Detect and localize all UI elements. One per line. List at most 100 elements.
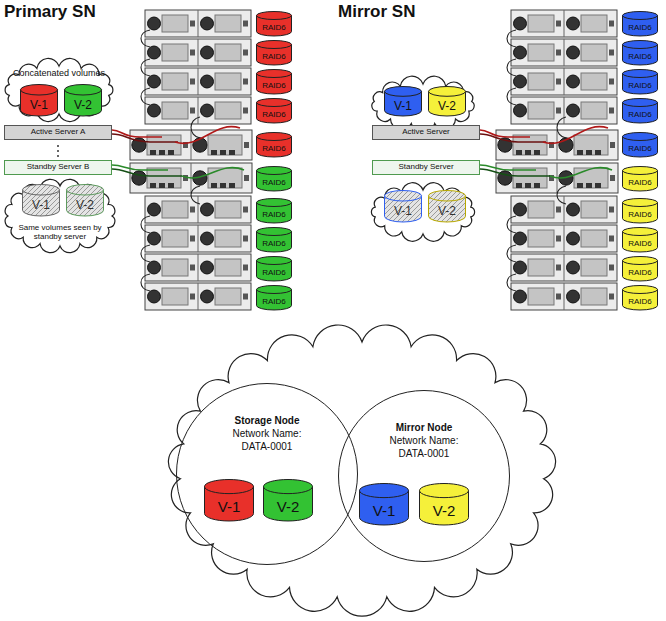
volume-cylinder: V-2 [263, 479, 313, 521]
node-label: RAID6 [628, 111, 652, 120]
standby-volume-cylinder: V-2 [428, 190, 466, 222]
node-label: Storage Node [234, 414, 299, 427]
node-label: DATA-0001 [242, 440, 293, 453]
disk-enclosure [511, 39, 617, 66]
disk-enclosure [145, 283, 251, 310]
raid-cylinder: RAID6 [622, 256, 658, 281]
node-label: Concatenated volumes [13, 69, 105, 79]
raid-cylinder: RAID6 [256, 256, 292, 281]
volume-cylinder: V-1 [384, 86, 422, 116]
raid-cylinder: RAID6 [256, 227, 292, 252]
node-label: RAID6 [628, 298, 652, 307]
disk-enclosure [511, 283, 617, 310]
node-label: RAID6 [262, 269, 286, 278]
disk-enclosure [145, 68, 251, 95]
node-label: RAID6 [628, 53, 652, 62]
disk-enclosure [145, 10, 251, 37]
controller-unit [496, 130, 618, 160]
disk-enclosure [511, 254, 617, 281]
node-label: V-2 [438, 100, 456, 113]
raid-cylinder: RAID6 [622, 285, 658, 310]
disk-enclosure [511, 225, 617, 252]
node-label: V-1 [373, 503, 396, 520]
node-label: V-1 [394, 205, 412, 218]
volume-cylinder: V-1 [204, 479, 254, 521]
node-circle: Storage NodeNetwork Name:DATA-0001V-1V-2 [176, 383, 358, 565]
raid-cylinder: RAID6 [622, 198, 658, 223]
node-label: RAID6 [628, 269, 652, 278]
disk-enclosure [511, 68, 617, 95]
node-label: V-1 [394, 100, 412, 113]
section-title: Mirror SN [338, 2, 415, 22]
disk-enclosure [145, 39, 251, 66]
raid-cylinder: RAID6 [622, 11, 658, 36]
ellipsis-dots [57, 145, 59, 157]
node-label: Same volumes seen by standby server [17, 224, 103, 242]
node-label: RAID6 [262, 111, 286, 120]
volume-cloud: Same volumes seen by standby server V-1 V-… [0, 178, 120, 254]
raid-cylinder: RAID6 [256, 69, 292, 94]
controller-unit [130, 163, 252, 193]
disk-enclosure [511, 97, 617, 124]
disk-enclosures [130, 10, 618, 310]
standby-volume-cylinder: V-1 [22, 184, 60, 216]
raid-cylinder: RAID6 [622, 98, 658, 123]
raid-cylinder: RAID6 [256, 198, 292, 223]
volume-cylinder: V-2 [419, 483, 469, 525]
server-box: Standby Server [372, 160, 480, 175]
controller-unit [496, 163, 618, 193]
raid-cylinder: RAID6 [622, 40, 658, 65]
node-label: V-2 [277, 499, 300, 516]
node-label: V-1 [218, 499, 241, 516]
volume-cloud: Concatenated volumesV-1V-2 [0, 58, 118, 122]
node-label: RAID6 [262, 24, 286, 33]
volume-cylinder: V-1 [20, 84, 58, 116]
volume-cylinder: V-2 [428, 86, 466, 116]
node-label: RAID6 [262, 298, 286, 307]
node-label: V-1 [32, 199, 50, 212]
disk-enclosure [145, 225, 251, 252]
raid-cylinder: RAID6 [256, 98, 292, 123]
node-label: RAID6 [628, 145, 652, 154]
raid-cylinder: RAID6 [256, 11, 292, 36]
disk-enclosure [511, 10, 617, 37]
disk-enclosure [145, 254, 251, 281]
volume-cloud: Storage NodeNetwork Name:DATA-0001V-1V-2… [160, 322, 564, 618]
node-label: RAID6 [628, 240, 652, 249]
node-label: RAID6 [628, 211, 652, 220]
node-label: RAID6 [628, 82, 652, 91]
node-label: Standby Server B [27, 163, 90, 172]
controller-unit [130, 130, 252, 160]
standby-volume-cylinder: V-2 [66, 184, 104, 216]
node-circle: Mirror NodeNetwork Name:DATA-0001V-1 V-2 [338, 390, 510, 562]
node-label: RAID6 [262, 53, 286, 62]
disk-enclosure [145, 97, 251, 124]
cloud-outline [160, 322, 564, 618]
node-label: Active Server [402, 128, 450, 137]
node-label: RAID6 [628, 179, 652, 188]
node-label: Network Name: [390, 434, 459, 447]
section-title: Primary SN [4, 2, 96, 22]
server-box: Standby Server B [4, 160, 112, 175]
node-label: Active Server A [31, 128, 86, 137]
raid-cylinder: RAID6 [622, 227, 658, 252]
raid-cylinder: RAID6 [622, 166, 658, 191]
node-label: RAID6 [262, 179, 286, 188]
raid-cylinder: RAID6 [622, 132, 658, 157]
raid-cylinder: RAID6 [622, 69, 658, 94]
node-label: DATA-0001 [399, 447, 450, 460]
node-label: V-2 [433, 503, 456, 520]
volume-cloud: V-1 V-2 [366, 182, 480, 242]
server-cables [112, 127, 612, 178]
disk-enclosure [145, 196, 251, 223]
volume-cloud: V-1 V-2 [366, 76, 480, 132]
disk-enclosure [511, 196, 617, 223]
raid-cylinder: RAID6 [256, 285, 292, 310]
raid-cylinder: RAID6 [256, 132, 292, 157]
node-label: V-1 [30, 99, 48, 112]
node-label: Mirror Node [396, 421, 453, 434]
node-label: RAID6 [262, 211, 286, 220]
server-box: Active Server A [4, 125, 112, 140]
standby-volume-cylinder: V-1 [384, 190, 422, 222]
node-label: RAID6 [262, 82, 286, 91]
